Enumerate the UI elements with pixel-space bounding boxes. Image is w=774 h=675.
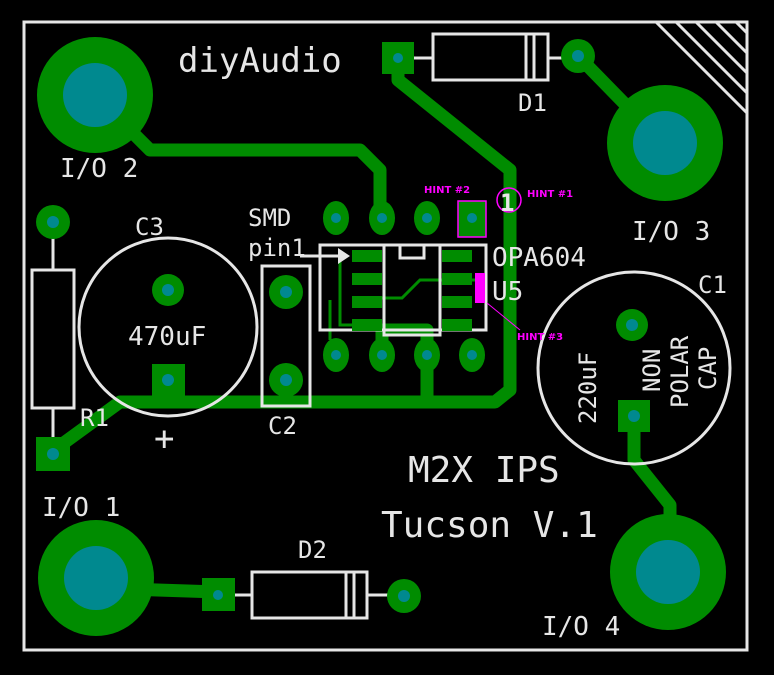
corner-hatch (654, 20, 749, 115)
c3-plus: + (154, 419, 174, 459)
c1-rotated-labels: 220uF NON POLAR CAP (574, 335, 722, 424)
u5-label: U5 (492, 277, 523, 307)
c2-label: C2 (268, 412, 297, 440)
diode-d1 (382, 32, 595, 82)
hint-1: HINT #1 (527, 189, 573, 200)
io3-label: I/O 3 (632, 217, 710, 247)
d2-label: D2 (298, 536, 327, 564)
diode-d2 (202, 570, 421, 620)
c3-value: 470uF (128, 322, 206, 352)
c1-text-polar: POLAR (666, 335, 694, 408)
ic-u5 (300, 187, 522, 372)
subtitle-label: Tucson V.1 (381, 505, 598, 546)
resistor-r1 (30, 205, 76, 471)
io-pads (37, 37, 726, 636)
c1-label: C1 (698, 271, 727, 299)
c1-text-cap: CAP (694, 347, 722, 390)
brand-label: diyAudio (178, 41, 342, 81)
capacitor-c1 (536, 270, 732, 466)
capacitor-c3 (77, 236, 259, 418)
pin1-marker: 1 (500, 189, 514, 217)
smd-label-1: SMD (248, 204, 291, 232)
title-label: M2X IPS (408, 450, 560, 491)
board-outline (22, 20, 749, 652)
io4-label: I/O 4 (542, 612, 620, 642)
u5-part-label: OPA604 (492, 243, 586, 273)
capacitor-c2 (260, 264, 312, 408)
hint-2: HINT #2 (424, 185, 470, 196)
smd-label-2: pin1 (248, 234, 306, 262)
c1-value: 220uF (574, 352, 602, 424)
r1-label: R1 (80, 404, 109, 432)
io2-label: I/O 2 (60, 154, 138, 184)
c1-text-non: NON (638, 349, 666, 392)
hint-3: HINT #3 (517, 332, 563, 343)
io1-label: I/O 1 (42, 493, 120, 523)
c3-label: C3 (135, 213, 164, 241)
d1-label: D1 (518, 89, 547, 117)
